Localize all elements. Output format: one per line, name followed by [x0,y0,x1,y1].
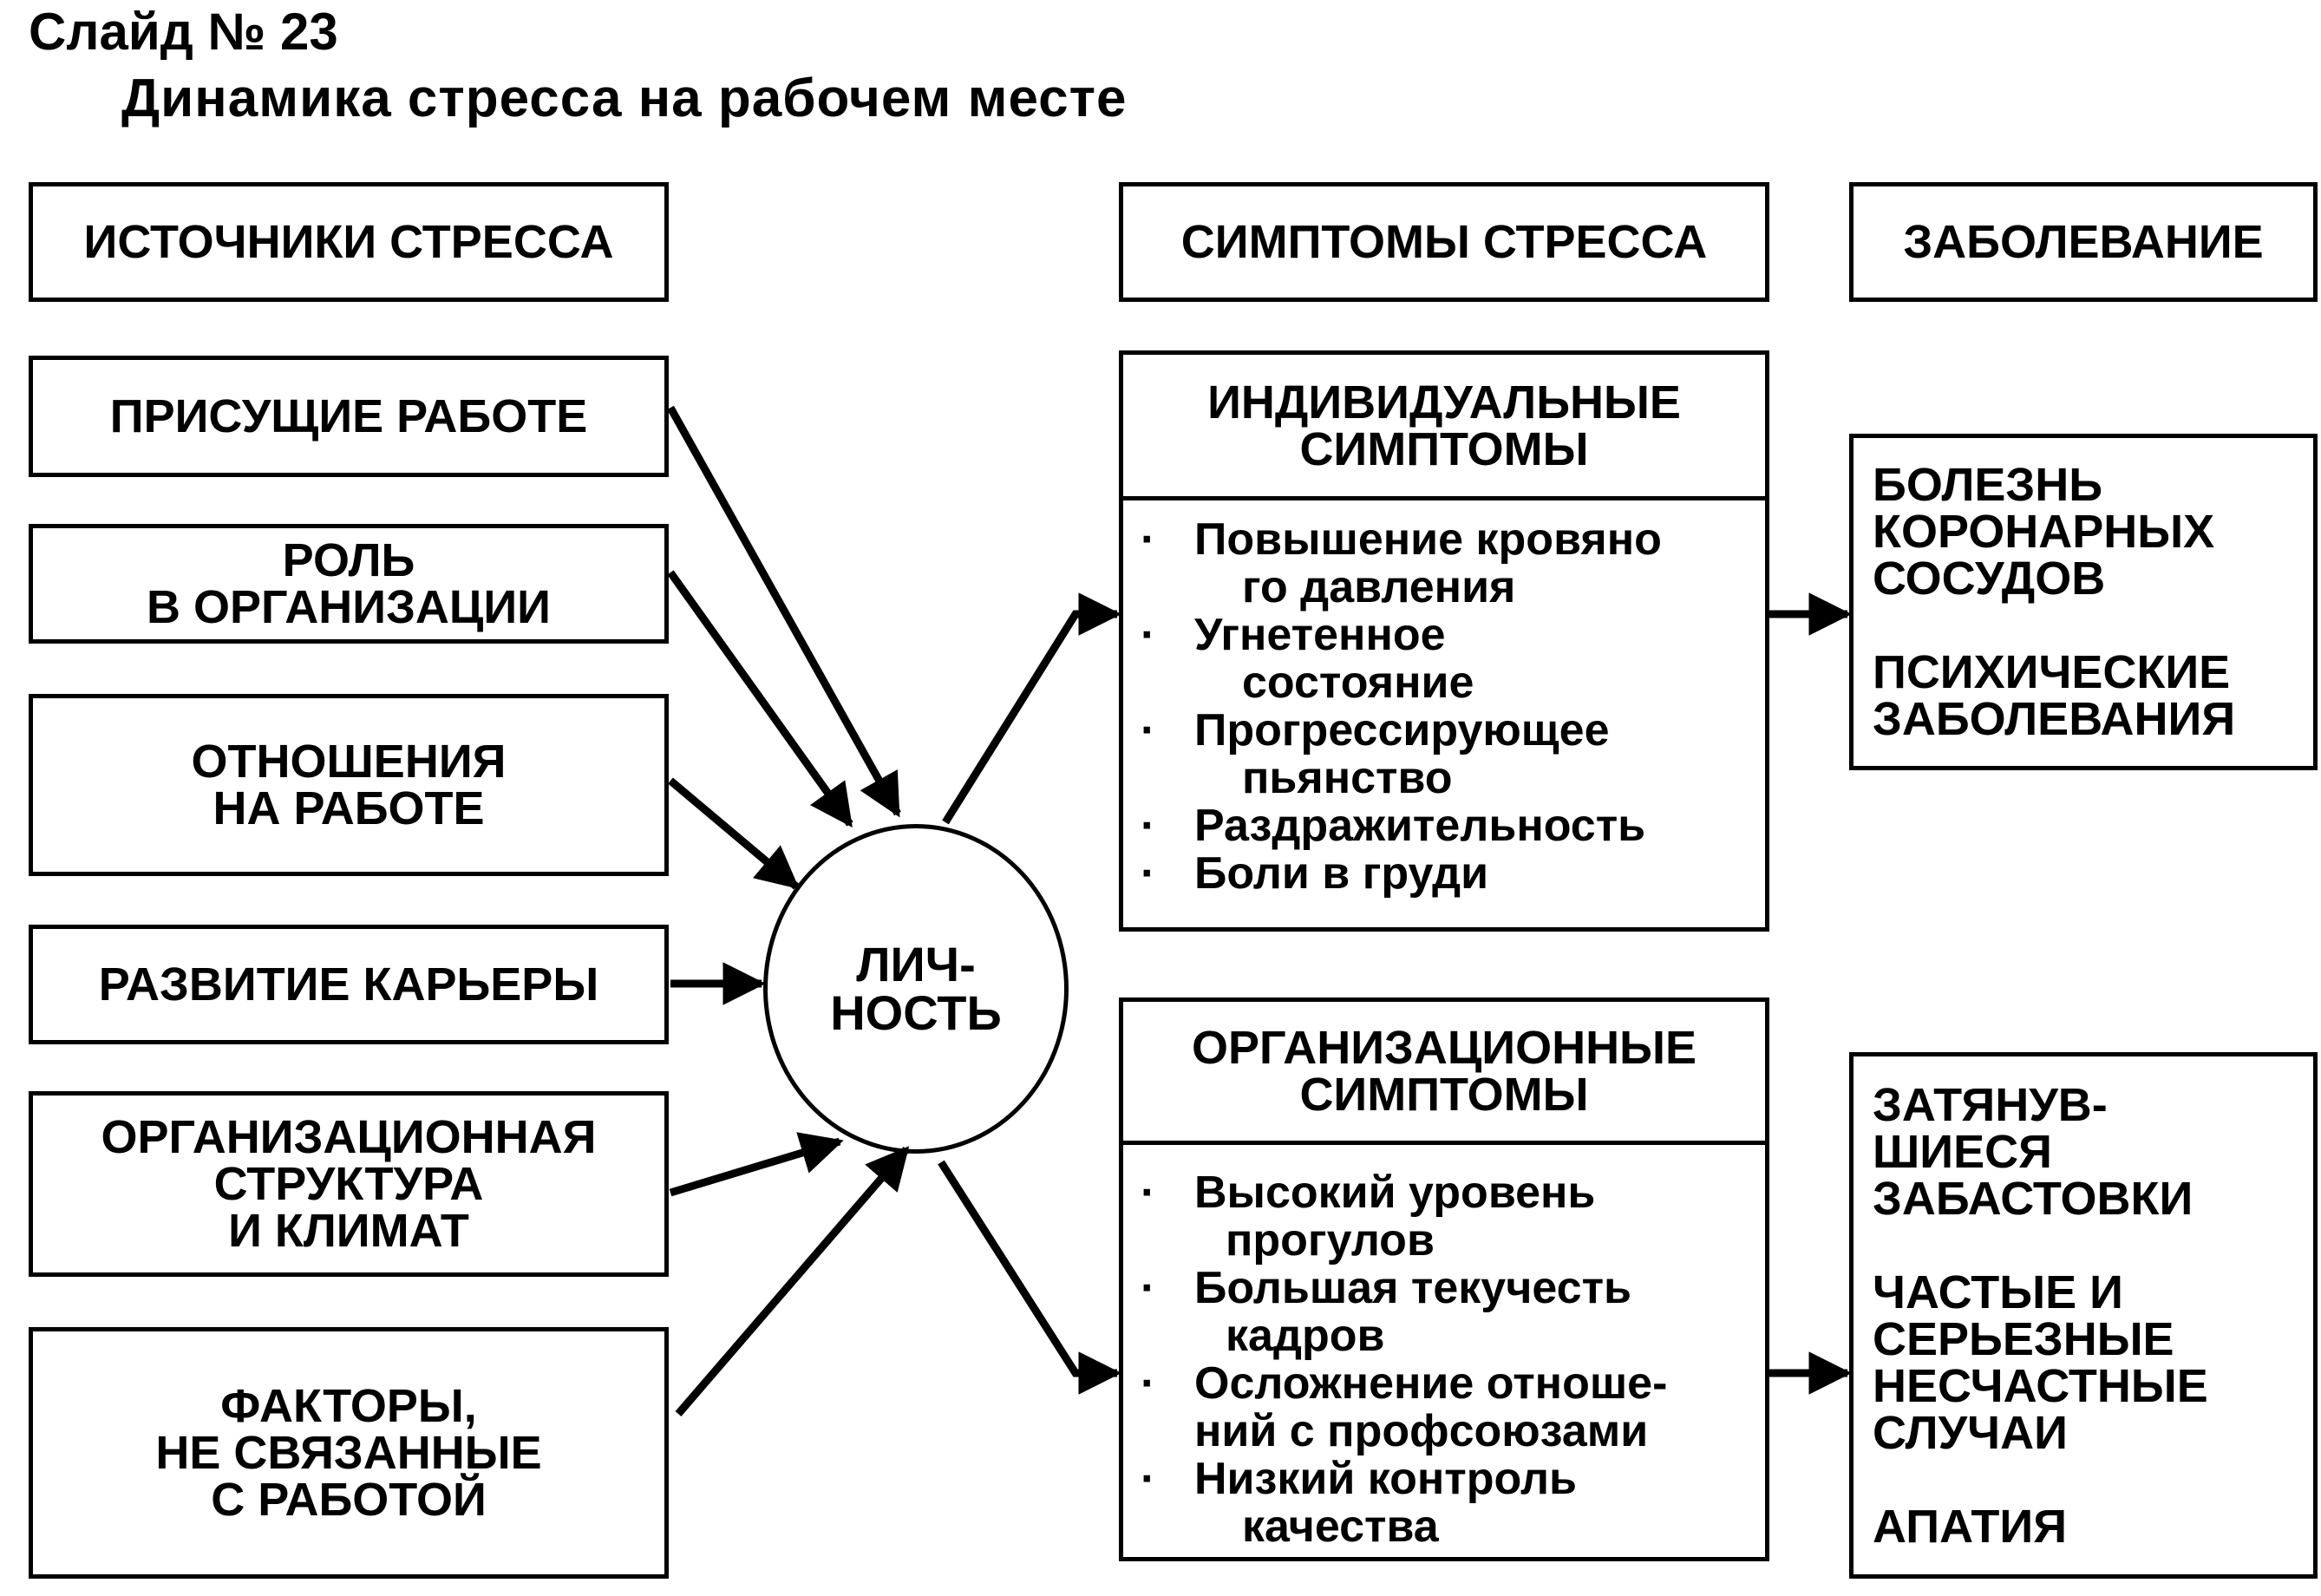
source-career-development: РАЗВИТИЕ КАРЬЕРЫ [29,925,669,1044]
source-inherent-work: ПРИСУЩИЕ РАБОТЕ [29,356,669,477]
arrow-structure-to-personality [669,1132,844,1197]
arrow-personality-to-individual [942,592,1121,825]
source-work-relations: ОТНОШЕНИЯ НА РАБОТЕ [29,694,669,876]
header-symptoms: СИМПТОМЫ СТРЕССА [1119,182,1769,302]
disease-individual-box: БОЛЕЗНЬ КОРОНАРНЫХ СОСУДОВ ПСИХИЧЕСКИЕ З… [1849,434,2318,770]
individual-symptoms-heading: ИНДИВИДУАЛЬНЫЕ СИМПТОМЫ [1123,355,1765,500]
source-org-structure-climate: ОРГАНИЗАЦИОННАЯ СТРУКТУРА И КЛИМАТ [29,1091,669,1277]
source-non-work-factors: ФАКТОРЫ, НЕ СВЯЗАННЫЕ С РАБОТОЙ [29,1327,669,1579]
page-title: Динамика стресса на рабочем месте [121,69,1128,128]
arrow-role-to-personality [667,570,853,828]
personality-node: ЛИЧ- НОСТЬ [763,824,1069,1154]
disease-organizational-box: ЗАТЯНУВ- ШИЕСЯ ЗАБАСТОВКИ ЧАСТЫЕ И СЕРЬЕ… [1849,1052,2318,1579]
slide-label: Слайд № 23 [29,3,338,61]
header-disease: ЗАБОЛЕВАНИЕ [1849,182,2318,302]
source-role-in-organization: РОЛЬ В ОРГАНИЗАЦИИ [29,524,669,644]
organizational-symptoms-box: ОРГАНИЗАЦИОННЫЕ СИМПТОМЫ ·Высокий уровен… [1119,998,1769,1561]
organizational-symptoms-heading: ОРГАНИЗАЦИОННЫЕ СИМПТОМЫ [1123,1002,1765,1145]
arrow-inherent-to-personality [667,405,901,818]
arrow-personality-to-organizational [938,1160,1121,1395]
individual-symptoms-box: ИНДИВИДУАЛЬНЫЕ СИМПТОМЫ ·Повышение кровя… [1119,350,1769,932]
list-item: ·Раздражительность [1141,801,1646,851]
list-item: ·Боли в груди [1141,848,1489,899]
list-item: ·Осложнение отноше-ний с профсоюзами [1141,1358,1668,1456]
arrow-relations-to-personality [668,777,800,890]
arrow-nonwork-to-personality [675,1146,910,1416]
header-sources: ИСТОЧНИКИ СТРЕССА [29,182,669,302]
